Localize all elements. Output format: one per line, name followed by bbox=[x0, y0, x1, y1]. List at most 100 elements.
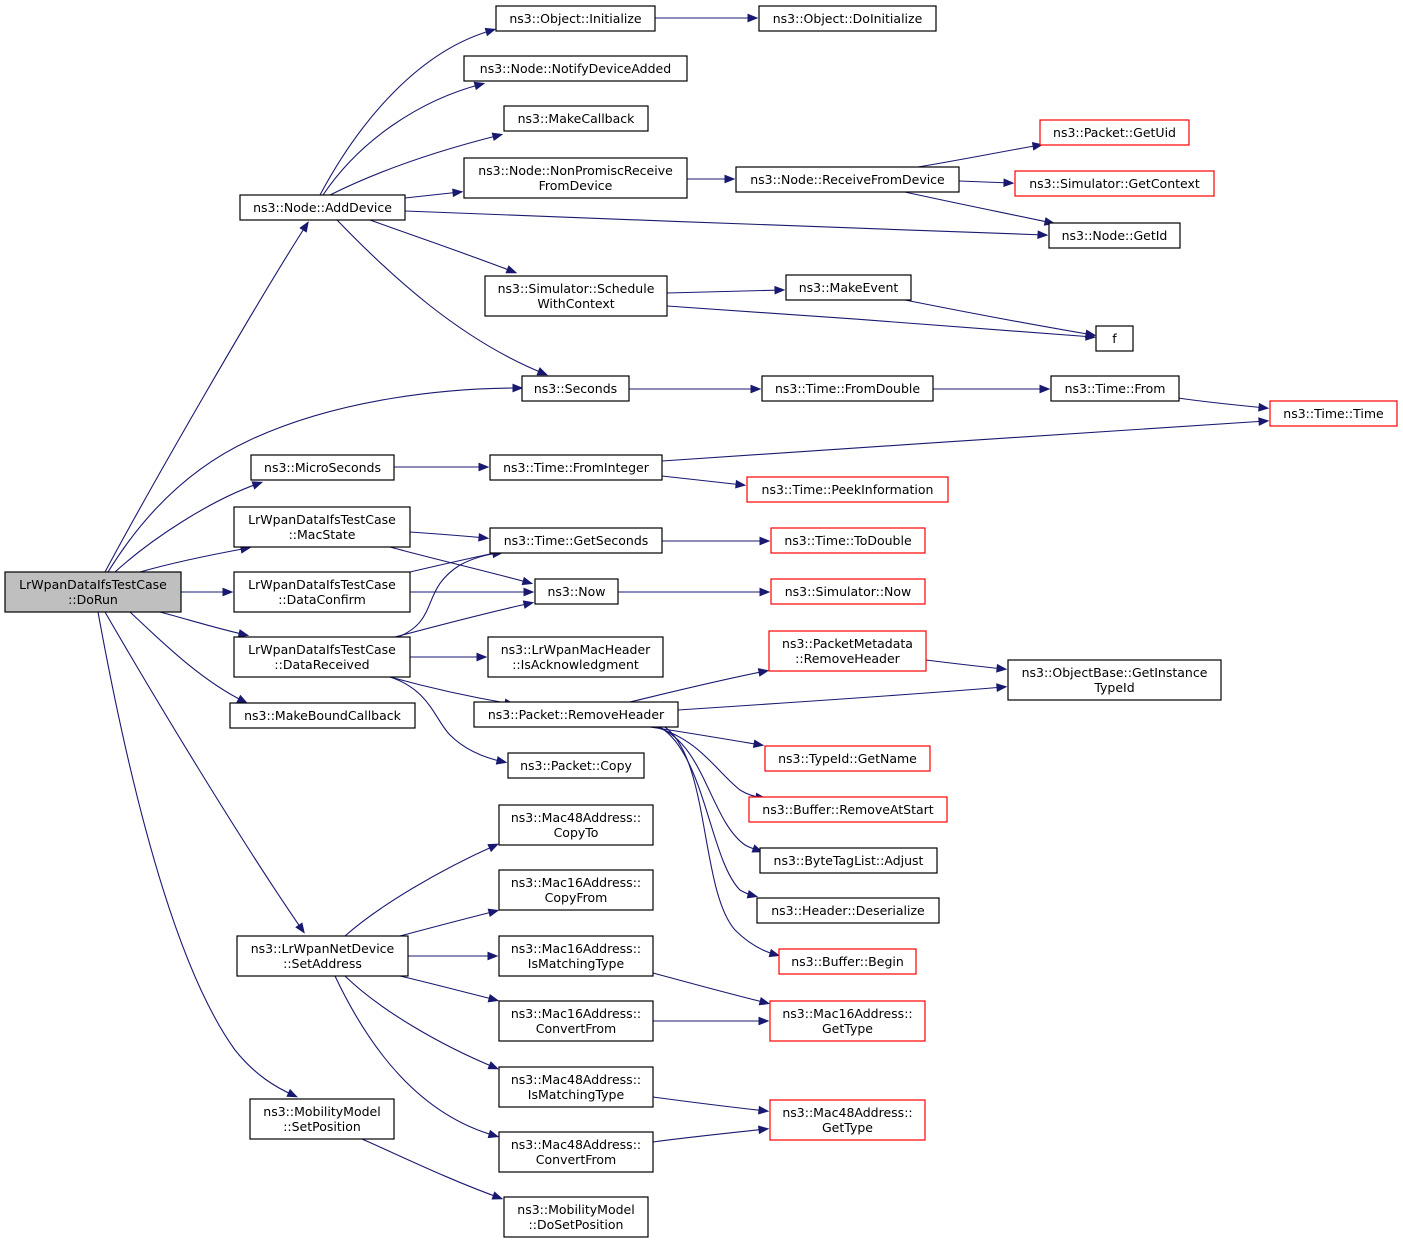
call-edge-frominteger-to-peekinformation bbox=[661, 475, 747, 489]
function-node-adddevice[interactable]: ns3::Node::AddDevice bbox=[239, 194, 406, 221]
function-node-isack[interactable]: ns3::LrWpanMacHeader::IsAcknowledgment bbox=[487, 636, 664, 678]
call-edge-mac16_ismatching-to-mac16_gettype bbox=[652, 972, 771, 1006]
function-node-dosetposition[interactable]: ns3::MobilityModel::DoSetPosition bbox=[503, 1196, 649, 1238]
function-node-getname[interactable]: ns3::TypeId::GetName bbox=[764, 745, 931, 772]
function-nodes: LrWpanDataIfsTestCase::DoRunns3::Node::A… bbox=[4, 5, 1398, 1238]
function-node-makeevent[interactable]: ns3::MakeEvent bbox=[785, 274, 912, 301]
function-node-doinitialize[interactable]: ns3::Object::DoInitialize bbox=[758, 5, 937, 32]
call-edge-dorun-to-dataconfirm bbox=[181, 587, 234, 597]
edge-arrowhead bbox=[512, 383, 524, 393]
function-node-initialize[interactable]: ns3::Object::Initialize bbox=[495, 5, 656, 32]
function-node-mac48-copyto[interactable]: ns3::Mac48Address::CopyTo bbox=[498, 804, 654, 846]
edge-arrowhead bbox=[1258, 402, 1270, 412]
node-label: ns3::Node::NotifyDeviceAdded bbox=[480, 61, 671, 76]
edge-line bbox=[319, 29, 494, 196]
call-edge-receivefromdevice-to-getcontext bbox=[958, 178, 1015, 188]
function-node-getcontext[interactable]: ns3::Simulator::GetContext bbox=[1014, 170, 1215, 197]
node-box bbox=[463, 157, 688, 199]
function-node-now[interactable]: ns3::Now bbox=[534, 578, 619, 605]
node-label: ns3::Time::From bbox=[1065, 381, 1166, 396]
function-node-frominteger[interactable]: ns3::Time::FromInteger bbox=[489, 454, 663, 481]
function-node-peekinformation[interactable]: ns3::Time::PeekInformation bbox=[746, 476, 949, 503]
function-node-f[interactable]: f bbox=[1095, 325, 1134, 352]
node-label: ConvertFrom bbox=[536, 1152, 616, 1167]
function-node-mac48-gettype[interactable]: ns3::Mac48Address::GetType bbox=[769, 1099, 926, 1141]
function-node-dataconfirm[interactable]: LrWpanDataIfsTestCase::DataConfirm bbox=[233, 571, 411, 613]
node-label: ns3::Packet::GetUid bbox=[1053, 125, 1176, 140]
call-edge-dorun-to-setposition bbox=[97, 611, 299, 1098]
call-edge-setaddress-to-mac48_convertfrom bbox=[334, 975, 500, 1139]
function-node-getseconds[interactable]: ns3::Time::GetSeconds bbox=[489, 527, 663, 554]
edge-line bbox=[1177, 397, 1267, 409]
edge-line bbox=[399, 975, 497, 1001]
node-label: ns3::Time::Time bbox=[1283, 406, 1384, 421]
function-node-mac16-ismatching[interactable]: ns3::Mac16Address::IsMatchingType bbox=[498, 935, 654, 977]
function-node-microseconds[interactable]: ns3::MicroSeconds bbox=[250, 454, 395, 481]
call-edge-dataconfirm-to-getseconds bbox=[409, 549, 504, 573]
node-label: ns3::MobilityModel bbox=[263, 1104, 380, 1119]
node-box bbox=[503, 1196, 649, 1238]
function-node-from[interactable]: ns3::Time::From bbox=[1050, 375, 1180, 402]
edge-line bbox=[904, 191, 1053, 224]
call-edge-removeheader-to-deserialize bbox=[659, 726, 759, 899]
function-node-deserialize[interactable]: ns3::Header::Deserialize bbox=[756, 897, 940, 924]
node-label: ::DataReceived bbox=[274, 657, 369, 672]
node-box bbox=[498, 1000, 654, 1042]
function-node-makeboundcallback[interactable]: ns3::MakeBoundCallback bbox=[229, 702, 416, 729]
node-label: ::DoSetPosition bbox=[529, 1217, 624, 1232]
function-node-mac48-convertfrom[interactable]: ns3::Mac48Address::ConvertFrom bbox=[498, 1131, 654, 1173]
function-node-todouble[interactable]: ns3::Time::ToDouble bbox=[770, 527, 926, 554]
function-node-simnow[interactable]: ns3::Simulator::Now bbox=[770, 578, 926, 605]
function-node-begin[interactable]: ns3::Buffer::Begin bbox=[778, 948, 917, 975]
node-label: LrWpanDataIfsTestCase bbox=[19, 577, 167, 592]
node-box bbox=[770, 578, 926, 605]
function-node-makecallback[interactable]: ns3::MakeCallback bbox=[503, 105, 649, 132]
function-node-mac16-convertfrom[interactable]: ns3::Mac16Address::ConvertFrom bbox=[498, 1000, 654, 1042]
edge-arrowhead bbox=[759, 536, 771, 546]
function-node-time[interactable]: ns3::Time::Time bbox=[1269, 400, 1398, 427]
call-edge-pm_removeheader-to-getinstancetypeid bbox=[925, 659, 1008, 673]
edge-line bbox=[389, 676, 505, 763]
edge-arrowhead bbox=[487, 1129, 500, 1139]
function-node-getid[interactable]: ns3::Node::GetId bbox=[1048, 222, 1181, 249]
function-node-fromdouble[interactable]: ns3::Time::FromDouble bbox=[761, 375, 934, 402]
function-node-packetcopy[interactable]: ns3::Packet::Copy bbox=[507, 752, 645, 779]
edge-arrowhead bbox=[495, 756, 508, 765]
function-node-removeheader[interactable]: ns3::Packet::RemoveHeader bbox=[473, 701, 679, 728]
call-edge-receivefromdevice-to-getuid bbox=[917, 142, 1044, 168]
function-node-macstate[interactable]: LrWpanDataIfsTestCase::MacState bbox=[233, 506, 411, 548]
function-node-receivefromdevice[interactable]: ns3::Node::ReceiveFromDevice bbox=[735, 166, 960, 193]
edge-arrowhead bbox=[724, 174, 736, 184]
edge-arrowhead bbox=[478, 462, 490, 472]
edge-arrowhead bbox=[487, 993, 500, 1003]
function-node-pm-removeheader[interactable]: ns3::PacketMetadata::RemoveHeader bbox=[768, 630, 927, 672]
node-box bbox=[1007, 659, 1222, 701]
call-edge-adddevice-to-notifydeviceadded bbox=[322, 81, 486, 196]
node-box bbox=[534, 578, 619, 605]
node-label: LrWpanDataIfsTestCase bbox=[248, 577, 396, 592]
edge-line bbox=[409, 531, 487, 539]
function-node-notifydeviceadded[interactable]: ns3::Node::NotifyDeviceAdded bbox=[463, 55, 688, 82]
node-label: ns3::Time::ToDouble bbox=[784, 533, 912, 548]
function-node-setaddress[interactable]: ns3::LrWpanNetDevice::SetAddress bbox=[236, 935, 409, 977]
call-edge-nonpromisc-to-receivefromdevice bbox=[687, 174, 736, 184]
function-node-adjust[interactable]: ns3::ByteTagList::Adjust bbox=[759, 847, 938, 874]
node-box bbox=[503, 105, 649, 132]
call-edge-dorun-to-seconds bbox=[107, 383, 524, 573]
function-node-removeatstart[interactable]: ns3::Buffer::RemoveAtStart bbox=[748, 796, 948, 823]
call-edge-setaddress-to-mac16_copyfrom bbox=[399, 908, 500, 937]
function-node-mac16-gettype[interactable]: ns3::Mac16Address::GetType bbox=[769, 1000, 926, 1042]
function-node-mac16-copyfrom[interactable]: ns3::Mac16Address::CopyFrom bbox=[498, 869, 654, 911]
function-node-setposition[interactable]: ns3::MobilityModel::SetPosition bbox=[249, 1098, 395, 1140]
function-node-mac48-ismatching[interactable]: ns3::Mac48Address::IsMatchingType bbox=[498, 1066, 654, 1108]
edge-line bbox=[336, 219, 546, 375]
function-node-getuid[interactable]: ns3::Packet::GetUid bbox=[1039, 119, 1190, 146]
function-node-seconds[interactable]: ns3::Seconds bbox=[521, 375, 630, 402]
function-node-datareceived[interactable]: LrWpanDataIfsTestCase::DataReceived bbox=[233, 636, 411, 678]
edge-line bbox=[629, 670, 767, 703]
node-box bbox=[521, 375, 630, 402]
edge-line bbox=[104, 611, 304, 932]
